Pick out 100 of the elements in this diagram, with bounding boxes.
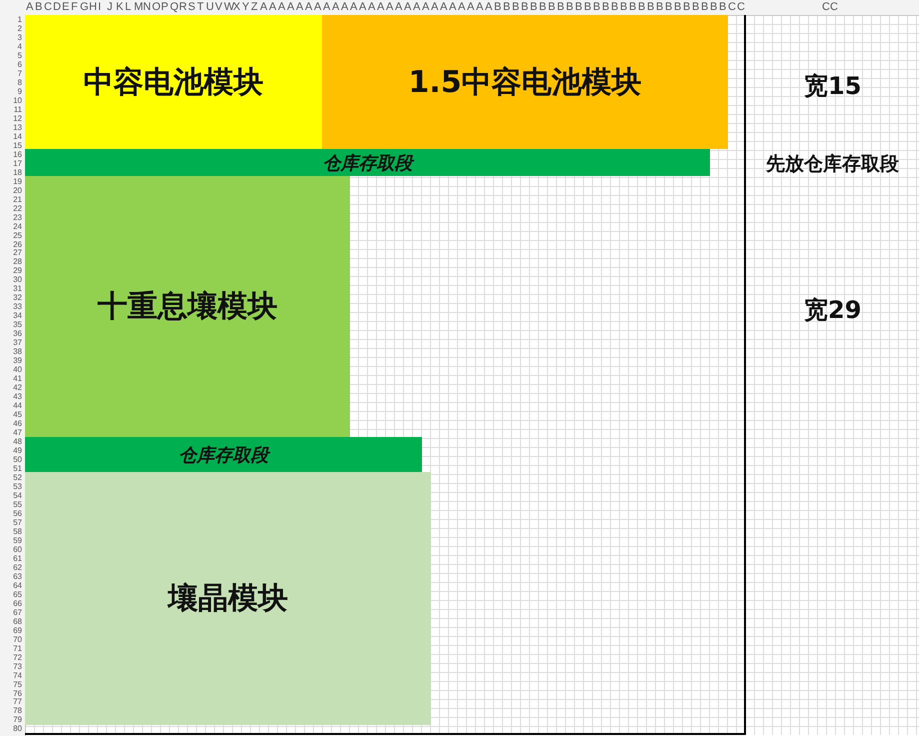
column-header: A <box>467 1 474 14</box>
column-header: B <box>602 1 610 14</box>
module-label: 中容电池模块 <box>84 64 264 102</box>
column-header: A <box>485 1 492 14</box>
column-header: A <box>305 1 312 14</box>
row-number: 30 <box>12 275 22 284</box>
row-number: 68 <box>12 616 22 626</box>
column-header: B <box>620 1 628 14</box>
row-number: 47 <box>12 428 22 438</box>
column-header: B <box>548 1 556 14</box>
storage-band <box>25 149 710 176</box>
row-number: 17 <box>12 158 22 168</box>
row-number: 70 <box>12 634 22 644</box>
row-number: 2 <box>16 24 22 33</box>
band-label: 仓库存取段 <box>322 152 412 174</box>
column-header: K <box>116 1 124 14</box>
column-header: T <box>197 1 204 14</box>
column-header: S <box>188 1 196 14</box>
column-header: W <box>224 1 234 14</box>
column-header: A <box>386 1 394 14</box>
row-number: 50 <box>12 455 22 464</box>
column-header: B <box>575 1 582 14</box>
column-header: A <box>341 1 348 14</box>
column-header: M <box>134 1 144 14</box>
row-number: 73 <box>12 662 22 671</box>
row-number: 62 <box>12 562 22 572</box>
row-number: 55 <box>12 500 22 509</box>
module-block <box>25 15 322 149</box>
row-number: 59 <box>12 536 22 545</box>
row-number: 67 <box>12 608 22 617</box>
column-header: B <box>629 1 636 14</box>
note-text: 先放仓库存取段 <box>766 152 899 177</box>
row-number: 56 <box>12 508 22 518</box>
row-number: 1 <box>16 15 22 24</box>
column-header: Q <box>170 1 179 14</box>
column-header: B <box>656 1 664 14</box>
module-label: 1.5中容电池模块 <box>408 64 642 102</box>
row-number: 28 <box>12 257 22 266</box>
column-header: B <box>35 1 42 14</box>
row-number: 44 <box>12 401 22 410</box>
row-number: 8 <box>16 78 22 87</box>
row-number: 49 <box>12 446 22 456</box>
column-header: B <box>692 1 700 14</box>
column-header: H <box>89 1 97 14</box>
column-header: B <box>503 1 510 14</box>
row-number: 34 <box>12 311 22 320</box>
row-number: 12 <box>12 114 22 123</box>
row-number: 19 <box>12 176 22 186</box>
column-header: X <box>233 1 240 14</box>
column-header: C <box>728 1 736 14</box>
column-header: C <box>44 1 52 14</box>
row-number: 64 <box>12 580 22 590</box>
column-header: A <box>377 1 384 14</box>
row-number: 36 <box>12 329 22 338</box>
column-header: A <box>476 1 484 14</box>
column-header: Y <box>242 1 250 14</box>
module-label: 壤晶模块 <box>168 580 288 618</box>
column-header: A <box>440 1 448 14</box>
row-number: 51 <box>12 464 22 473</box>
column-header: A <box>413 1 420 14</box>
column-header: R <box>179 1 187 14</box>
row-number: 16 <box>12 150 22 159</box>
row-number: 22 <box>12 204 22 213</box>
row-number: 72 <box>12 652 22 662</box>
column-header: B <box>593 1 600 14</box>
row-number: 3 <box>16 32 22 42</box>
column-header: A <box>368 1 376 14</box>
column-header: L <box>125 1 132 14</box>
column-header: B <box>512 1 520 14</box>
note-text: 宽15 <box>804 71 862 102</box>
column-header: D <box>53 1 61 14</box>
row-number: 80 <box>12 724 22 734</box>
column-header: A <box>332 1 340 14</box>
column-header: Z <box>251 1 258 14</box>
column-header: A <box>359 1 366 14</box>
column-header: A <box>431 1 438 14</box>
column-header: O <box>152 1 161 14</box>
column-header: P <box>161 1 168 14</box>
row-number: 25 <box>12 230 22 240</box>
row-number: 69 <box>12 626 22 635</box>
column-header: B <box>584 1 592 14</box>
row-number: 75 <box>12 680 22 689</box>
column-header: V <box>215 1 222 14</box>
band-label: 仓库存取段 <box>178 444 268 466</box>
row-number: 45 <box>12 410 22 420</box>
row-number: 24 <box>12 222 22 231</box>
column-header: B <box>665 1 672 14</box>
row-number: 40 <box>12 365 22 374</box>
row-number: 10 <box>12 96 22 105</box>
module-block <box>25 176 350 437</box>
column-header: B <box>557 1 564 14</box>
column-header: B <box>539 1 546 14</box>
row-number: 77 <box>12 697 22 706</box>
row-number: 66 <box>12 598 22 608</box>
module-block <box>322 15 728 149</box>
column-header: A <box>422 1 430 14</box>
column-header: A <box>458 1 466 14</box>
column-header: C <box>737 1 745 14</box>
row-number: 46 <box>12 419 22 428</box>
row-number: 9 <box>16 86 22 96</box>
